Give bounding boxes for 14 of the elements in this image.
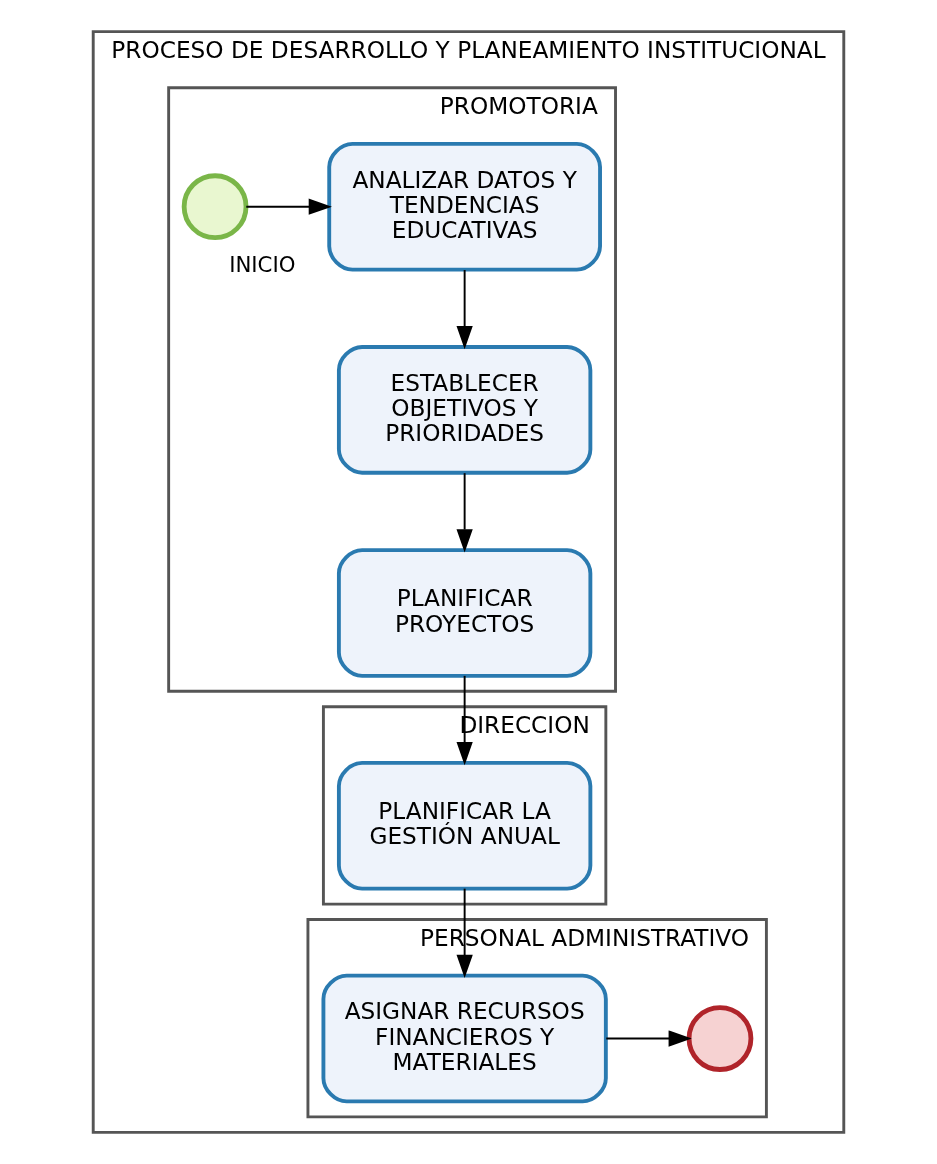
node-box: ASIGNAR RECURSOS FINANCIEROS Y MATERIALES	[321, 973, 608, 1104]
node-label: INICIO	[229, 251, 296, 277]
node-circle	[686, 1005, 754, 1072]
arrow	[456, 887, 473, 979]
arrow	[245, 198, 332, 215]
node-box: ANALIZAR DATOS Y TENDENCIAS EDUCATIVAS	[327, 141, 602, 272]
node-circle	[181, 173, 249, 241]
node-box: ESTABLECER OBJETIVOS Y PRIORIDADES	[336, 345, 593, 475]
node-box: PLANIFICAR LA GESTIÓN ANUAL	[336, 760, 593, 891]
arrow	[456, 472, 473, 553]
arrow	[456, 674, 473, 766]
arrow	[605, 1030, 692, 1047]
arrow	[456, 269, 473, 350]
node-box: PLANIFICAR PROYECTOS	[336, 548, 593, 678]
